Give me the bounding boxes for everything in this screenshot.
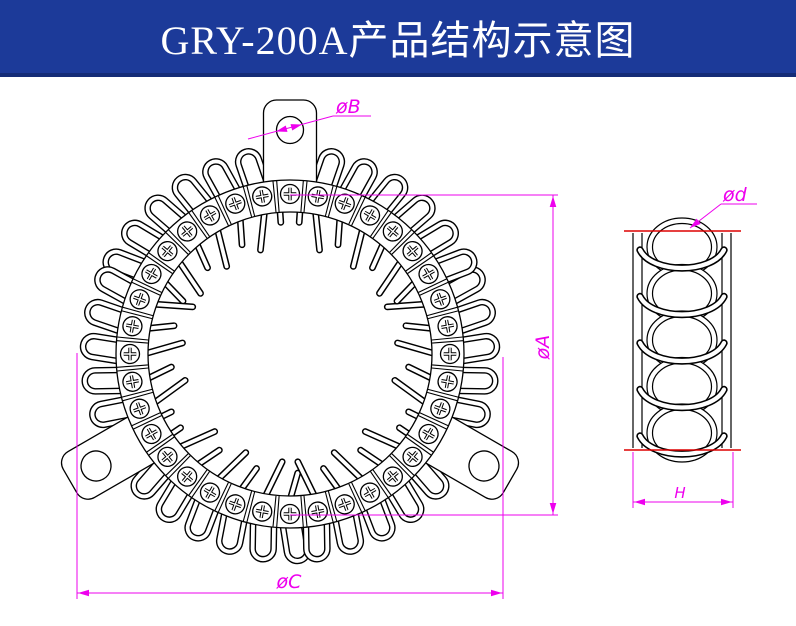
dim-label-dia-d: ød: [722, 184, 748, 206]
dim-label-dia-b: øB: [335, 96, 361, 118]
title-bar: GRY-200A产品结构示意图: [0, 0, 796, 77]
dim-label-dia-a: øA: [532, 335, 554, 361]
dim-label-height: H: [674, 484, 685, 502]
side-view-geometry: [624, 217, 741, 463]
front-view-geometry: [60, 99, 520, 565]
dimension-lines: [76, 115, 757, 599]
page-title: GRY-200A产品结构示意图: [160, 17, 636, 63]
dim-label-dia-c: øC: [276, 571, 303, 593]
